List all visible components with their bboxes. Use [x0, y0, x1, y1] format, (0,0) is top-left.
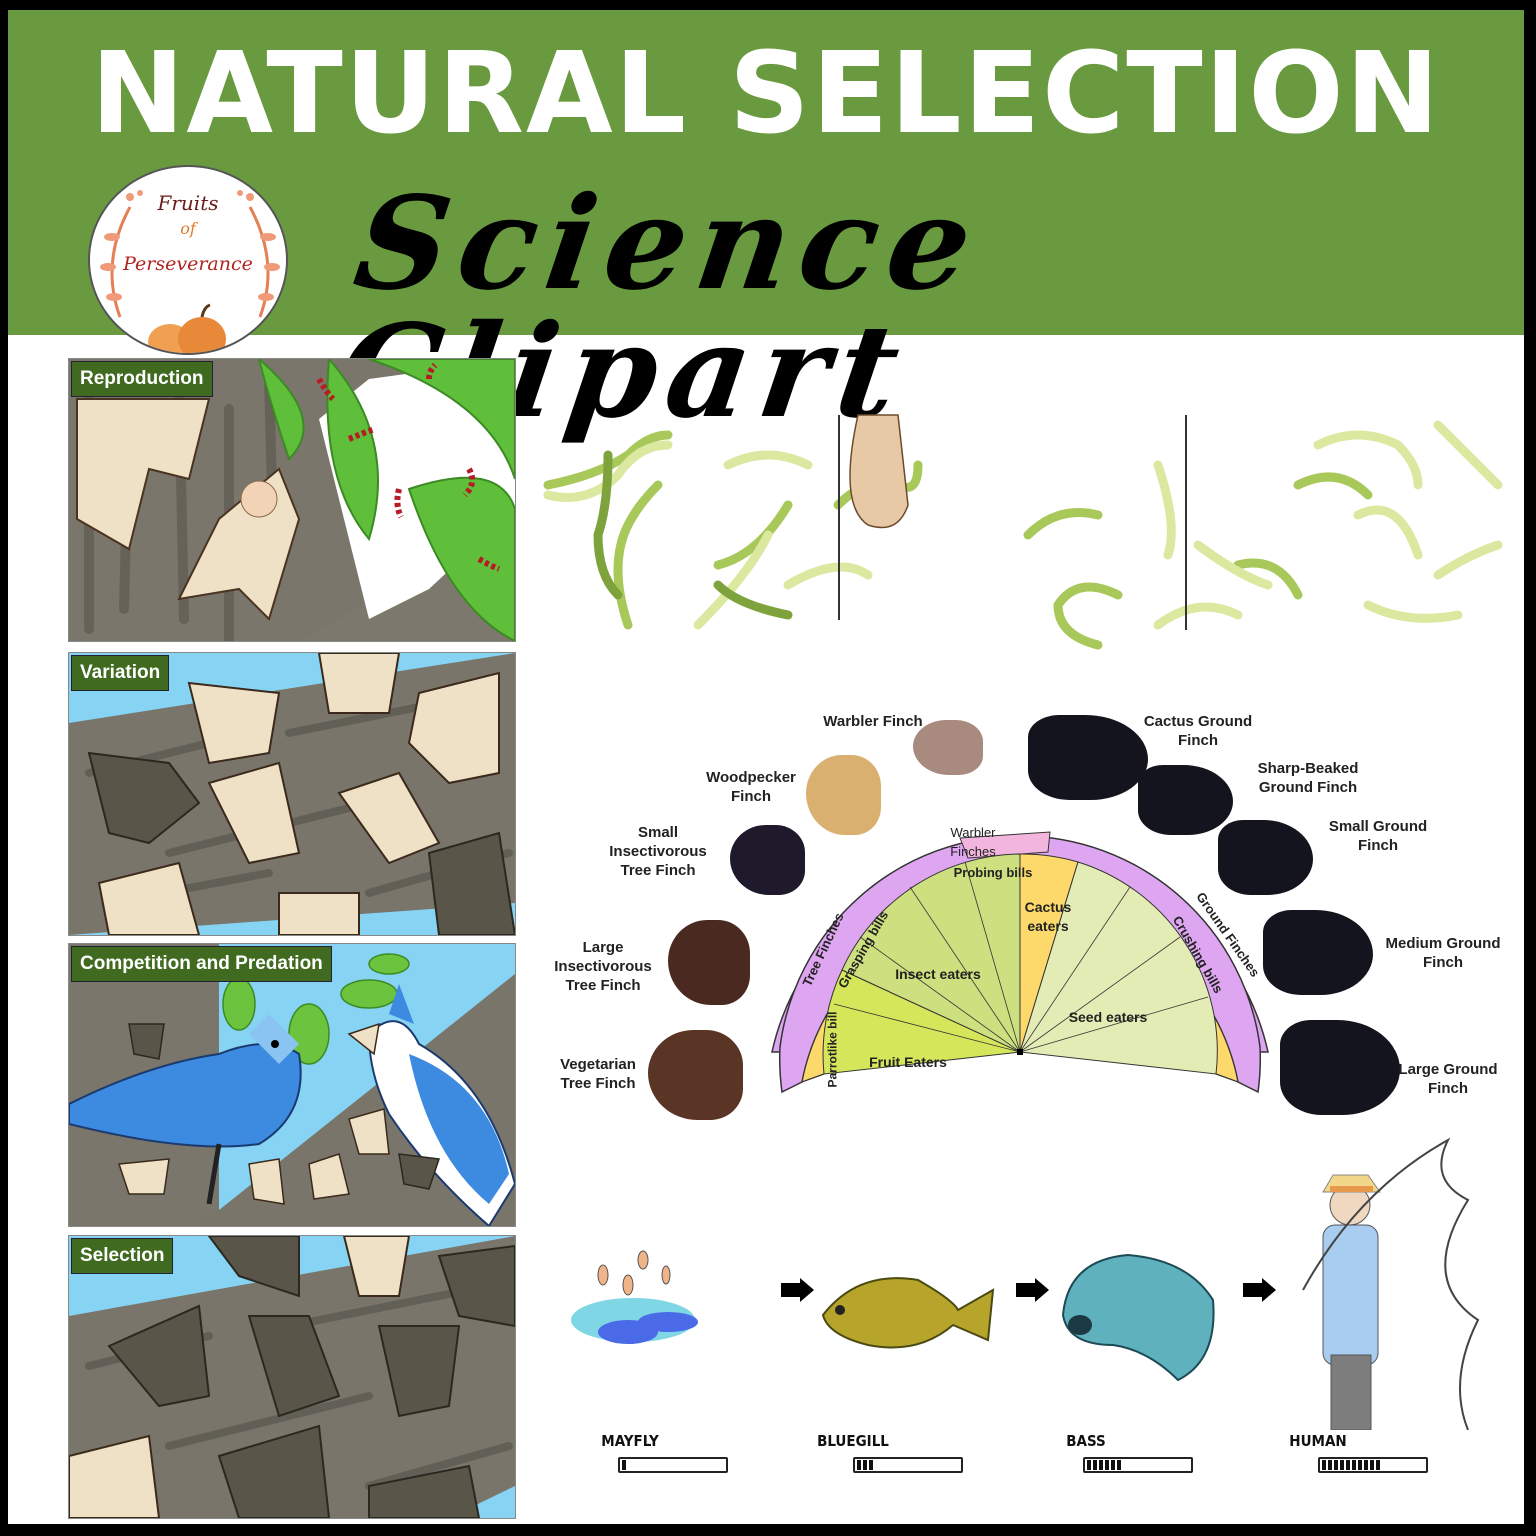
finch-label-cactus-ground: Cactus Ground Finch	[1143, 713, 1253, 749]
finch-label-sharp-beaked: Sharp-Beaked Ground Finch	[1257, 760, 1359, 796]
energy-meter-bluegill	[853, 1457, 963, 1473]
page-frame: NATURAL SELECTION Science Clipart Fruits…	[8, 10, 1524, 1524]
meter-bar	[1322, 1460, 1326, 1470]
lizards-illustration	[543, 414, 1503, 650]
meter-bar	[1099, 1460, 1103, 1470]
logo-line-of: of	[180, 219, 196, 238]
warbler-finch-head-icon	[913, 720, 983, 775]
diet-label-seed: Seed eaters	[1068, 1009, 1148, 1025]
right-arrow-icon	[1243, 1283, 1263, 1297]
cactus-ground-finch-head-icon	[1028, 715, 1148, 800]
meter-bar	[1087, 1460, 1091, 1470]
chain-label-bass: BASS	[1066, 1432, 1106, 1450]
panel-reproduction: Reproduction	[68, 358, 516, 642]
meter-bar	[1117, 1460, 1121, 1470]
small-insectivorous-finch-head-icon	[730, 825, 805, 895]
panel-label-competition-predation: Competition and Predation	[71, 946, 332, 982]
right-arrow-icon-head	[800, 1278, 814, 1302]
meter-bar	[1376, 1460, 1380, 1470]
meter-bar	[622, 1460, 626, 1470]
finch-label-vegetarian: Vegetarian Tree Finch	[560, 1056, 636, 1092]
chain-label-human: HUMAN	[1289, 1432, 1347, 1450]
meter-bar	[1334, 1460, 1338, 1470]
panel-competition-predation: Competition and Predation	[68, 943, 516, 1227]
right-arrow-icon-head	[1262, 1278, 1276, 1302]
page-title: NATURAL SELECTION	[90, 29, 1442, 159]
medium-ground-finch-head-icon	[1263, 910, 1373, 995]
diet-label-cactus: Cactus eaters	[1024, 899, 1072, 934]
energy-meter-mayfly	[618, 1457, 728, 1473]
meter-bar	[1111, 1460, 1115, 1470]
bill-label-probing: Probing bills	[953, 865, 1033, 880]
panel-selection: Selection	[68, 1235, 516, 1519]
lizard-selection-strip	[538, 405, 1508, 650]
energy-meter-human	[1318, 1457, 1428, 1473]
woodpecker-finch-head-icon	[806, 755, 881, 835]
chain-label-mayfly: MAYFLY	[601, 1432, 659, 1450]
finch-label-medium-ground: Medium Ground Finch	[1385, 935, 1501, 971]
food-chain: MAYFLY BLUEGILL BASS HUMAN	[568, 1130, 1508, 1490]
selection-illustration	[69, 1236, 515, 1518]
ring-label-warbler: Warbler Finches	[950, 825, 996, 859]
lizard-divider-2	[1185, 415, 1187, 630]
meter-bar	[1105, 1460, 1109, 1470]
right-arrow-icon-head	[1035, 1278, 1049, 1302]
brand-logo: Fruits of Perseverance	[88, 165, 288, 355]
meter-bar	[857, 1460, 861, 1470]
meter-bar	[1340, 1460, 1344, 1470]
logo-line-perseverance: Perseverance	[123, 253, 253, 275]
right-arrow-icon	[1016, 1283, 1036, 1297]
finch-fan-chart	[771, 831, 1269, 1094]
panel-label-variation: Variation	[71, 655, 170, 691]
meter-bar	[1358, 1460, 1362, 1470]
right-arrow-icon	[781, 1283, 801, 1297]
diet-label-fruit: Fruit Eaters	[869, 1054, 947, 1070]
meter-bar	[1364, 1460, 1368, 1470]
meter-bar	[1352, 1460, 1356, 1470]
meter-bar	[1328, 1460, 1332, 1470]
finch-label-woodpecker: Woodpecker Finch	[706, 769, 796, 805]
finch-label-small-ground: Small Ground Finch	[1328, 818, 1428, 854]
meter-bar	[1370, 1460, 1374, 1470]
finch-label-large-ground: Large Ground Finch	[1398, 1061, 1498, 1097]
finch-label-warbler: Warbler Finch	[823, 713, 923, 730]
predator-paw	[849, 414, 909, 529]
variation-illustration	[69, 653, 515, 935]
meter-bar	[1346, 1460, 1350, 1470]
small-ground-finch-head-icon	[1218, 820, 1313, 895]
vegetarian-finch-head-icon	[648, 1030, 743, 1120]
logo-line-fruits: Fruits	[157, 191, 219, 215]
panel-label-reproduction: Reproduction	[71, 361, 213, 397]
meter-bar	[869, 1460, 873, 1470]
diet-label-insect: Insect eaters	[895, 966, 981, 982]
panel-label-selection: Selection	[71, 1238, 174, 1274]
panel-variation: Variation	[68, 652, 516, 936]
reproduction-illustration	[69, 359, 515, 641]
lizard-divider-1	[838, 415, 840, 620]
sharp-beaked-finch-head-icon	[1138, 765, 1233, 835]
large-insectivorous-finch-head-icon	[668, 920, 750, 1005]
food-chain-illustration	[571, 1137, 1480, 1430]
large-ground-finch-head-icon	[1280, 1020, 1400, 1115]
finch-label-large-insectivorous: Large Insectivorous Tree Finch	[554, 939, 652, 994]
finch-label-small-insectivorous: Small Insectivorous Tree Finch	[609, 824, 707, 879]
darwin-finch-diagram: Warbler Finches Probing bills Tree Finch…	[538, 700, 1518, 1120]
meter-bar	[863, 1460, 867, 1470]
energy-meter-bass	[1083, 1457, 1193, 1473]
chain-label-bluegill: BLUEGILL	[817, 1432, 889, 1450]
competition-illustration	[69, 944, 515, 1226]
bill-label-parrot: Parrotlike bill	[825, 1011, 840, 1088]
wreath-icon	[100, 190, 280, 353]
meter-bar	[1093, 1460, 1097, 1470]
